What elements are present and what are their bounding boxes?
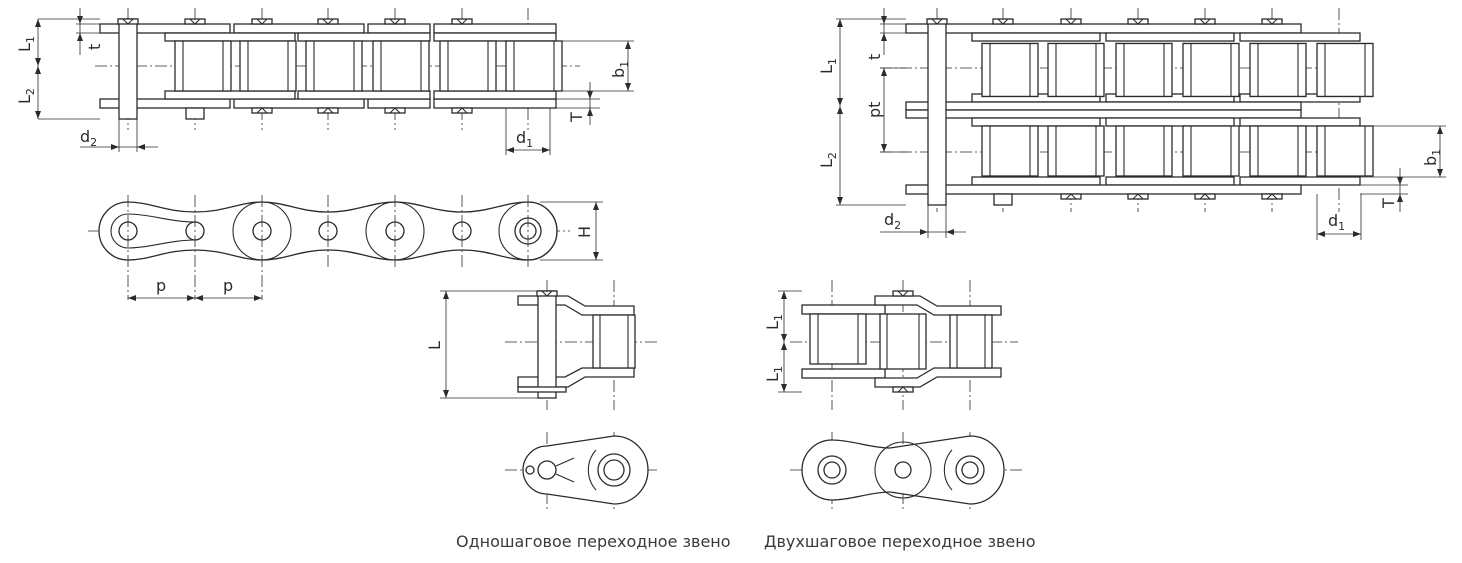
dim-label-b1: b1: [609, 61, 631, 78]
double-strand-chain-top-view: [880, 8, 1374, 212]
caption-single-pitch-link: Одношаговое переходное звено: [456, 532, 731, 551]
single-pitch-offset-link-top: [505, 280, 660, 410]
dim-label-L1-offset-upper: L1: [763, 314, 785, 330]
dim-label-p-2: p: [223, 276, 233, 295]
dim-label-L2: L2: [15, 88, 37, 104]
connecting-pin: [118, 18, 138, 120]
double-pitch-offset-link-side: [790, 432, 1025, 510]
dim-label-d1-double: d1: [1328, 211, 1345, 233]
dim-label-T-double: T: [1379, 198, 1398, 209]
dim-label-H: H: [575, 226, 594, 238]
side-view-dimensions: H p p: [128, 201, 603, 301]
dim-label-L1-double: L1: [817, 58, 839, 74]
chain-side-view: [88, 195, 570, 300]
single-pitch-L-dimension: L: [425, 290, 540, 399]
single-pitch-offset-link-side: [505, 432, 660, 510]
dim-label-L1: L1: [15, 36, 37, 52]
dim-label-pt: pt: [865, 102, 884, 118]
dim-label-d2: d2: [80, 127, 97, 149]
double-strand-dimensions: L1 L2 t pt b1 T d2: [817, 8, 1446, 240]
dim-label-T: T: [567, 112, 586, 123]
dim-label-L2-double: L2: [817, 152, 839, 168]
dim-label-t: t: [85, 44, 104, 50]
dim-label-L: L: [425, 341, 444, 350]
double-pitch-L1-dimensions: L1 L1: [763, 290, 802, 393]
dim-label-p-1: p: [156, 276, 166, 295]
double-pitch-offset-link-top: [790, 280, 1018, 410]
dim-label-d1: d1: [516, 128, 533, 150]
single-strand-dimensions: L1 L2 t b1 T d2 d1: [15, 8, 634, 155]
caption-double-pitch-link: Двухшаговое переходное звено: [764, 532, 1036, 551]
dim-label-d2-double: d2: [884, 210, 901, 232]
dim-label-b1-double: b1: [1421, 149, 1443, 166]
dim-label-L1-offset-lower: L1: [763, 366, 785, 382]
dim-label-t-double: t: [865, 54, 884, 60]
single-strand-chain-top-view: [95, 8, 580, 130]
